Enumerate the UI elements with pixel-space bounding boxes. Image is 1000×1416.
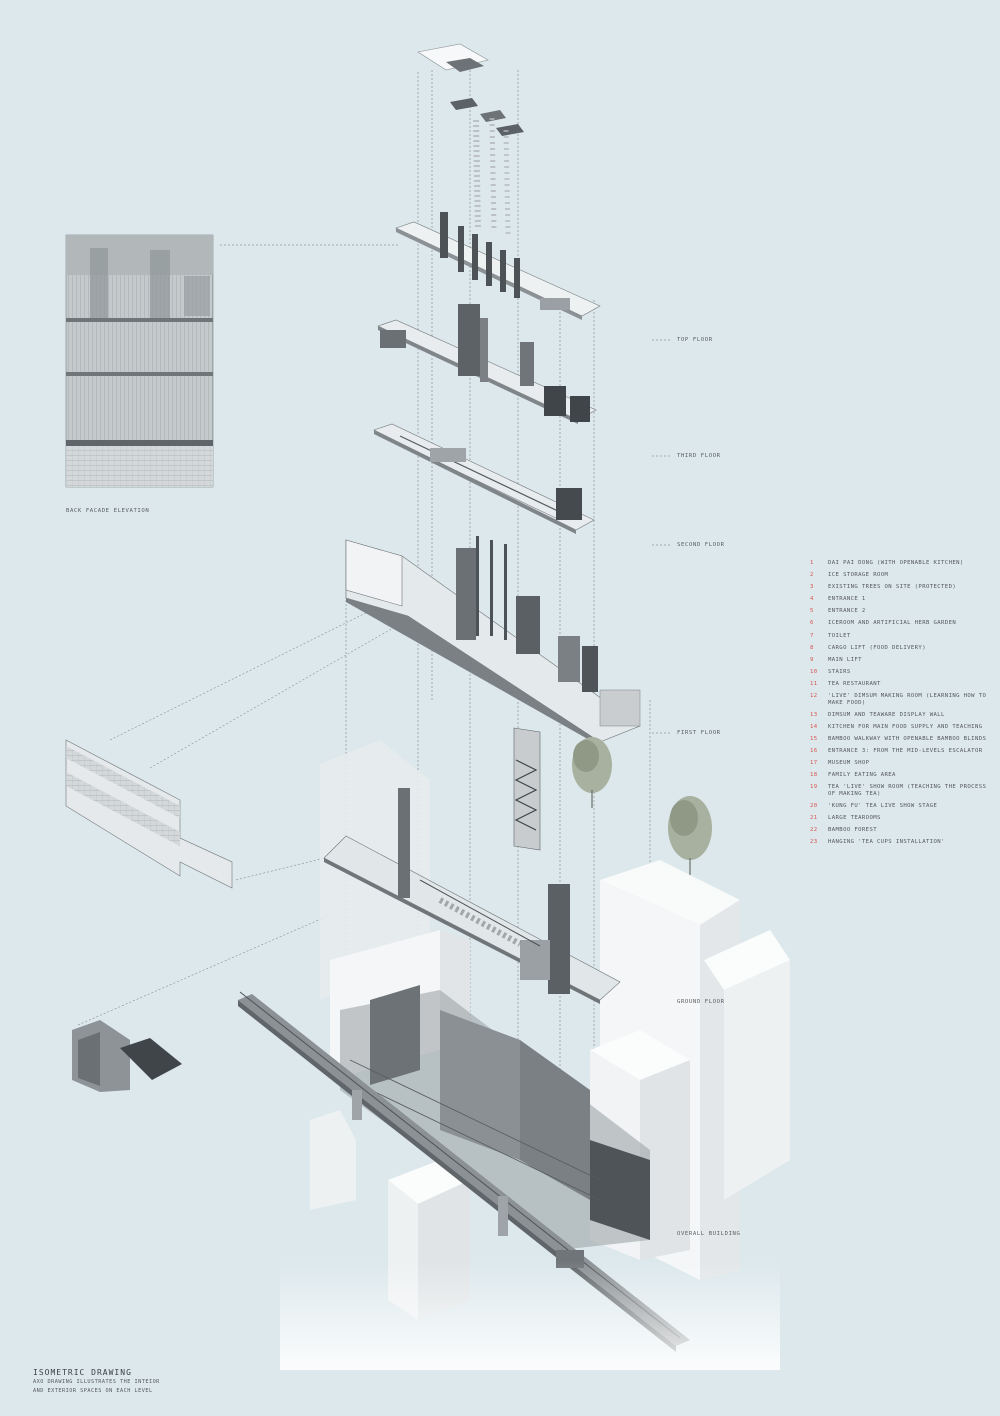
- drawing-subtitle-line-2: and exterior spaces on each level: [33, 1388, 153, 1394]
- tea-cups-installation: [417, 43, 524, 236]
- legend-item: 20'Kung fu' tea live show stage: [810, 802, 938, 809]
- ground-floor-plate: [323, 788, 621, 1004]
- side-elevation: [65, 739, 233, 889]
- legend-item: 10stairs: [810, 668, 851, 675]
- legend-item: 1Dai pai dong (with openable kitchen): [810, 560, 964, 566]
- existing-trees: [572, 737, 712, 885]
- legend-item: 16Entrance 3: from the mid-levels escala…: [810, 747, 983, 754]
- legend-item: 7Toilet: [810, 632, 851, 639]
- section-model: [72, 1020, 182, 1092]
- top-floor-plate: [395, 212, 601, 320]
- legend-item: 21Large tearooms: [810, 814, 881, 821]
- drawing-title: Isometric drawing: [33, 1368, 132, 1377]
- legend-item: 5Entrance 2: [810, 608, 866, 615]
- legend-item: 22Bamboo forest: [810, 826, 877, 833]
- label-third-floor: Third floor: [677, 453, 721, 459]
- legend-item: 4Entrance 1: [810, 596, 866, 603]
- legend-item: 2Ice storage room: [810, 572, 889, 579]
- legend-item: 9Main lift: [810, 656, 862, 663]
- first-floor-plate: [345, 536, 641, 746]
- back-facade-elevation: [65, 234, 214, 488]
- legend: 1Dai pai dong (with openable kitchen) 2I…: [810, 560, 995, 851]
- label-top-floor: Top floor: [677, 337, 713, 343]
- drawing-subtitle-line-1: AXO drawing illustrates the inteior: [33, 1379, 160, 1385]
- legend-item: 14Kitchen for main food supply and teach…: [810, 723, 983, 730]
- overall-building: [340, 985, 650, 1250]
- title-block: Isometric drawing AXO drawing illustrate…: [33, 1368, 160, 1395]
- legend-item: 19Tea 'live' show room (teaching the pro…: [810, 784, 987, 797]
- legend-item: 15Bamboo walkway with openable bamboo bl…: [810, 735, 987, 742]
- legend-item: 17Museum shop: [810, 760, 870, 766]
- third-floor-plate: [377, 304, 597, 424]
- label-back-facade: Back facade elevation: [66, 508, 150, 514]
- legend-item: 11Tea restaurant: [810, 680, 881, 687]
- label-ground-floor: Ground floor: [677, 999, 725, 1005]
- legend-item: 18Family eating area: [810, 772, 896, 779]
- legend-item: 13Dimsum and teaware display wall: [810, 711, 945, 718]
- legend-item: 23Hanging 'tea cups installation': [810, 839, 945, 846]
- label-second-floor: Second floor: [677, 542, 725, 548]
- label-first-floor: First floor: [677, 730, 721, 736]
- label-overall-building: Overall building: [677, 1231, 741, 1237]
- legend-item: 6Iceroom and artificial herb garden: [810, 620, 957, 627]
- second-floor-plate: [373, 423, 595, 534]
- legend-item: 8Cargo lift (food delivery): [810, 644, 926, 651]
- stair-tower: [513, 727, 541, 851]
- legend-item: 3Existing trees on site (protected): [810, 584, 957, 591]
- legend-item: 12'Live' dimsum making room (learning ho…: [810, 693, 987, 706]
